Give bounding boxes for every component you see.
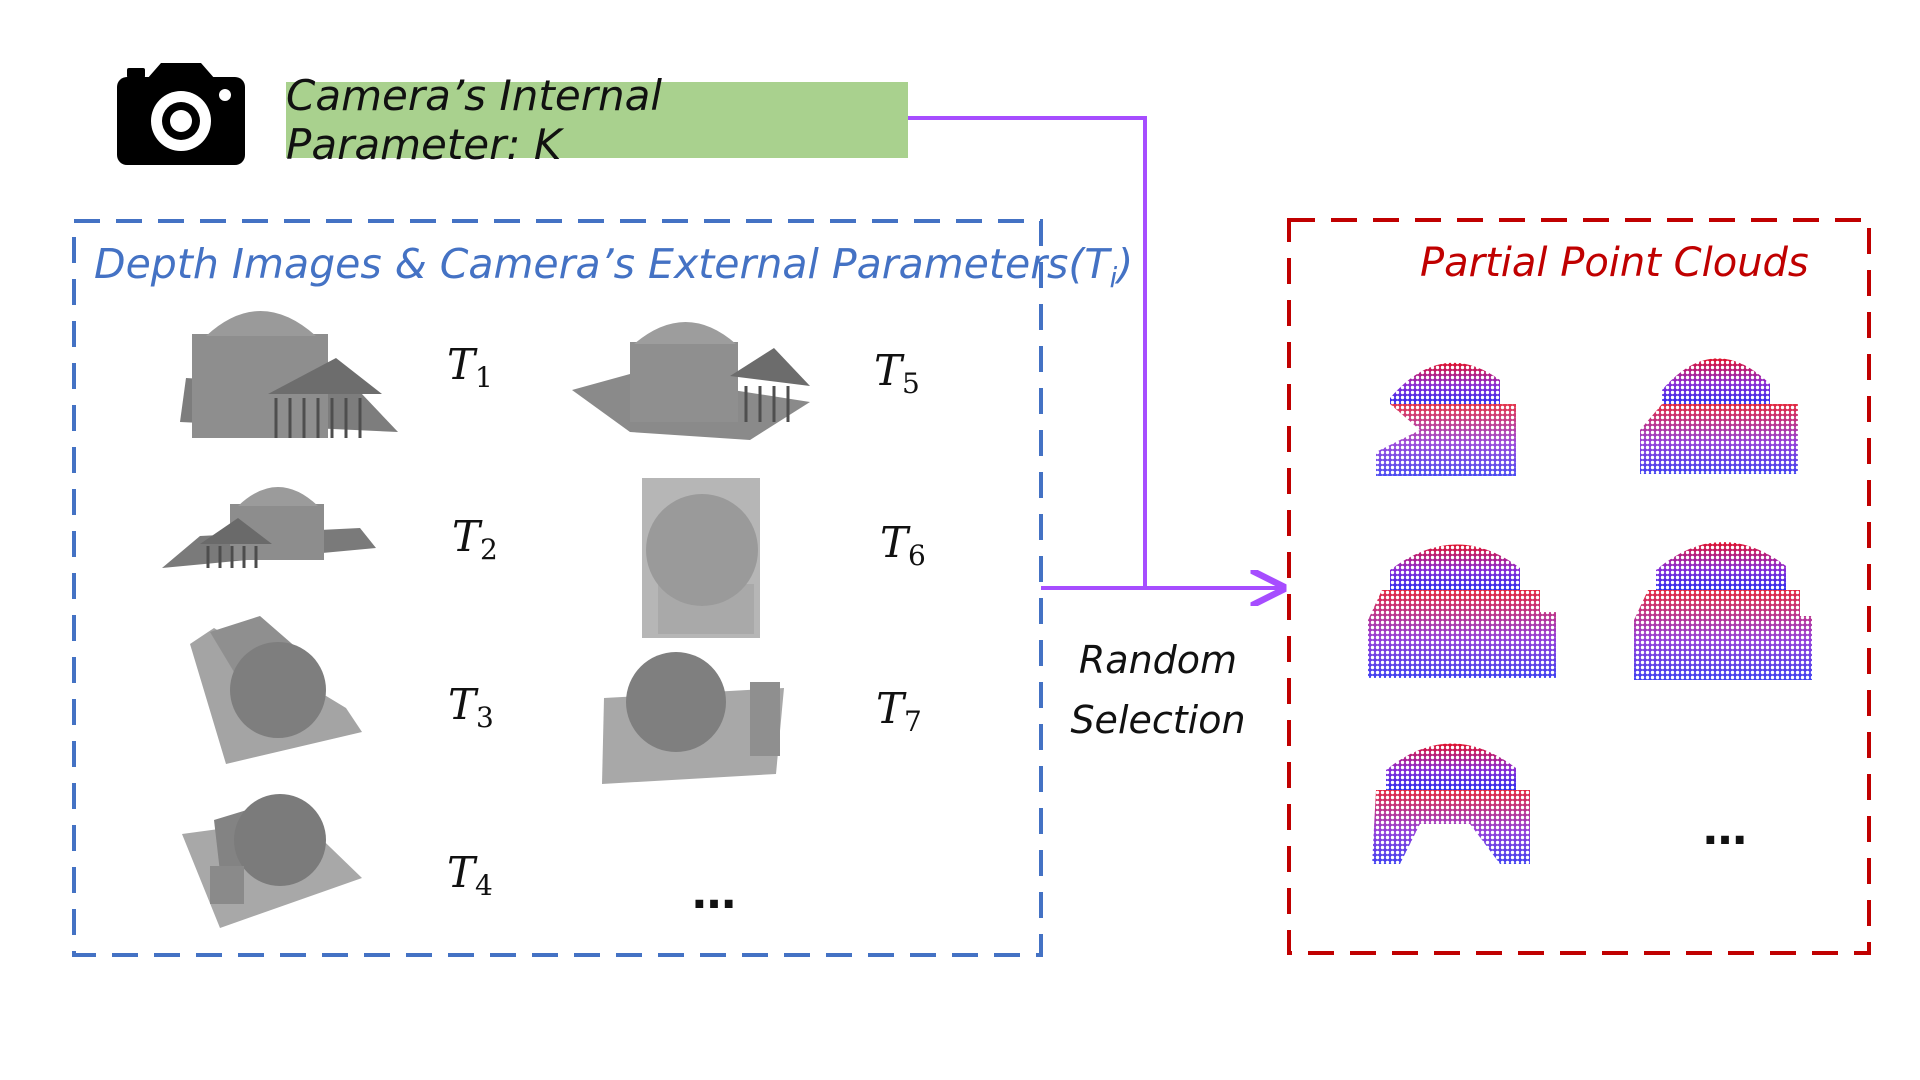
depth-title-text: Depth Images & Camera’s External Paramet… (94, 240, 1085, 288)
t-sub: 3 (476, 701, 494, 734)
t-var: T (448, 680, 477, 729)
depth-image-1 (180, 311, 398, 438)
point-cloud-1 (1376, 362, 1516, 476)
camera-icon (117, 63, 245, 165)
point-cloud-3 (1368, 544, 1556, 678)
depth-title-sub: i (1109, 261, 1118, 295)
point-cloud-panel-border (1287, 218, 1871, 955)
random-line-2: Selection (1070, 698, 1246, 742)
t-label-1: T1 (447, 340, 493, 394)
t-label-7: T7 (876, 684, 922, 738)
t-label-2: T2 (452, 512, 498, 566)
point-cloud-ellipsis: … (1703, 804, 1761, 855)
point-cloud-panel-title: Partial Point Clouds (1420, 240, 1809, 286)
point-cloud-2 (1640, 358, 1798, 474)
t-var: T (876, 684, 905, 733)
depth-image-2 (162, 487, 376, 568)
t-label-3: T3 (448, 680, 494, 734)
k-connector (908, 116, 1147, 588)
point-cloud-5 (1372, 743, 1530, 864)
depth-panel-title: Depth Images & Camera’s External Paramet… (94, 240, 1133, 294)
t-sub: 6 (908, 539, 926, 572)
depth-image-5 (572, 322, 810, 440)
random-line-1: Random (1078, 638, 1238, 682)
t-var: T (874, 346, 903, 395)
t-label-5: T5 (874, 346, 920, 400)
t-sub: 2 (480, 533, 498, 566)
t-sub: 4 (475, 869, 493, 902)
t-sub: 1 (475, 361, 493, 394)
random-selection-label: Random Selection (1058, 630, 1258, 750)
depth-title-var: T (1084, 240, 1110, 288)
t-var: T (452, 512, 481, 561)
t-sub: 7 (904, 705, 922, 738)
t-sub: 5 (902, 367, 920, 400)
depth-title-close: ) (1117, 240, 1134, 288)
t-var: T (880, 518, 909, 567)
t-label-4: T4 (447, 848, 493, 902)
t-var: T (447, 340, 476, 389)
depth-image-3 (190, 616, 362, 764)
depth-panel-border (72, 219, 1043, 957)
depth-image-4 (182, 794, 362, 928)
t-label-6: T6 (880, 518, 926, 572)
depth-ellipsis: … (692, 868, 750, 919)
t-var: T (447, 848, 476, 897)
depth-image-7 (602, 652, 784, 784)
point-cloud-4 (1634, 541, 1812, 680)
depth-image-6 (642, 478, 760, 638)
